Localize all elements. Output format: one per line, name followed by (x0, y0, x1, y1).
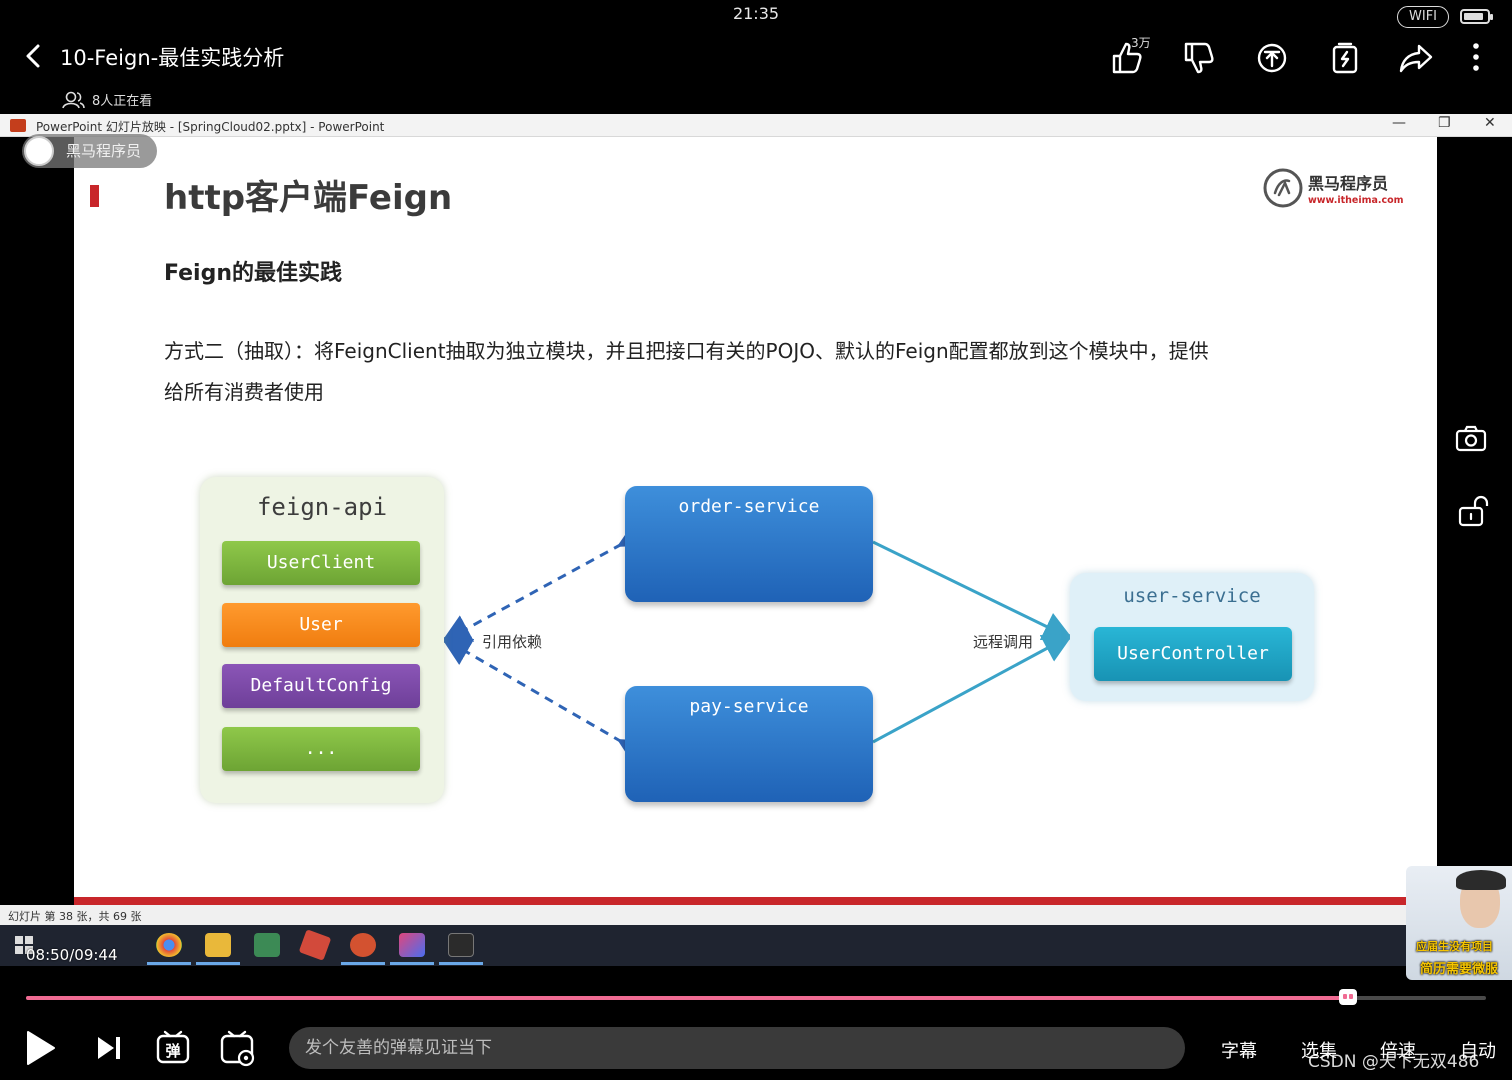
lecturer-overlay: 应届生没有项目 简历需要微服 (1406, 866, 1512, 980)
chip-userclient: UserClient (222, 541, 420, 585)
user-service-module: user-service UserController (1070, 573, 1314, 701)
feign-api-title: feign-api (256, 493, 388, 521)
dependency-arrow-pay (440, 636, 651, 768)
video-title: 10-Feign-最佳实践分析 (60, 46, 285, 70)
windows-start-icon (15, 936, 33, 954)
slide-counter: 幻灯片 第 38 张，共 69 张 (8, 910, 142, 923)
dislike-icon[interactable] (1178, 36, 1222, 80)
playback-timestamp: 08:50/09:44 (26, 946, 118, 964)
remote-call-line-pay (872, 634, 1074, 744)
favorite-charge-icon[interactable] (1323, 36, 1367, 80)
slide-body-line1: 方式二（抽取）：将FeignClient抽取为独立模块，并且把接口有关的POJO… (164, 339, 1209, 363)
chip-ellipsis: ... (222, 727, 420, 771)
chip-defaultconfig: DefaultConfig (222, 664, 420, 708)
unlock-icon[interactable] (1456, 494, 1490, 528)
wifi-badge: WIFI (1397, 6, 1449, 28)
danmaku-toggle-icon[interactable]: 弹 (154, 1028, 194, 1068)
user-service-title: user-service (1123, 585, 1261, 607)
progress-fill (26, 996, 1349, 1000)
share-icon[interactable] (1395, 36, 1439, 80)
ppt-window-titlebar: PowerPoint 幻灯片放映 - [SpringCloud02.pptx] … (0, 114, 1512, 137)
intellij-idea-icon (399, 933, 425, 957)
channel-badge[interactable]: 黑马程序员 (22, 134, 158, 168)
viewer-count-text: 8人正在看 (92, 94, 153, 109)
minimize-icon: — (1392, 115, 1406, 131)
order-service-node: order-service (625, 486, 873, 602)
lecturer-hair (1456, 870, 1506, 890)
usercontroller-chip: UserController (1094, 627, 1292, 681)
svg-text:弹: 弹 (165, 1042, 180, 1060)
presentation-slide: http客户端Feign 黑马程序员 www.itheima.com Feign… (74, 137, 1437, 905)
terminal-icon (448, 933, 474, 957)
ppt-window-title: PowerPoint 幻灯片放映 - [SpringCloud02.pptx] … (36, 120, 385, 134)
csdn-watermark: CSDN @天下无双486 (1308, 1052, 1480, 1072)
channel-avatar (24, 136, 54, 166)
progress-bar[interactable] (26, 989, 1486, 1005)
architecture-diagram-connectors (440, 519, 1074, 768)
slide-subtitle: Feign的最佳实践 (164, 261, 343, 286)
powerpoint-icon (350, 933, 376, 957)
slide-body-line2: 给所有消费者使用 (164, 380, 324, 404)
powerpoint-active-indicator (341, 962, 385, 965)
people-icon (62, 91, 85, 108)
play-icon[interactable] (20, 1028, 60, 1068)
slide-bottom-bar (74, 897, 1437, 905)
auto-button[interactable]: 自动 (1460, 1041, 1496, 1062)
channel-name: 黑马程序员 (66, 142, 142, 160)
chrome-active-indicator (147, 962, 191, 965)
title-accent-bar (90, 185, 99, 207)
speed-button[interactable]: 倍速 (1380, 1041, 1416, 1062)
dependency-arrow-order (440, 519, 651, 643)
idea-active-indicator (390, 962, 434, 965)
ppt-statusbar: 幻灯片 第 38 张，共 69 张 (0, 905, 1512, 925)
feign-api-module: feign-api UserClient User DefaultConfig … (200, 477, 444, 803)
powerpoint-logo-icon (10, 119, 26, 132)
overlay-text-line2: 简历需要微服 (1420, 962, 1499, 977)
episodes-button[interactable]: 选集 (1301, 1041, 1337, 1062)
chrome-icon (156, 933, 182, 957)
coin-icon[interactable] (1250, 36, 1294, 80)
itheima-logo: 黑马程序员 www.itheima.com (1263, 168, 1404, 208)
app-icon-red (298, 929, 332, 961)
like-count: 3万 (1131, 36, 1151, 50)
battery-icon (1460, 9, 1493, 24)
progress-thumb[interactable] (1339, 989, 1358, 1005)
pay-service-node: pay-service (625, 686, 873, 802)
back-arrow-icon[interactable] (18, 40, 50, 72)
danmaku-input[interactable] (289, 1027, 1185, 1069)
brand-name: 黑马程序员 (1308, 174, 1388, 193)
notepad-plus-icon (254, 933, 280, 957)
status-time: 21:35 (732, 4, 780, 23)
close-icon: ✕ (1484, 115, 1496, 131)
restore-icon: ❐ (1438, 115, 1451, 131)
brand-url: www.itheima.com (1308, 195, 1404, 206)
windows-taskbar (0, 925, 1512, 966)
more-options-icon[interactable] (1454, 36, 1498, 80)
screenshot-camera-icon[interactable] (1454, 422, 1488, 456)
top-actions (1100, 36, 1500, 80)
chip-user: User (222, 603, 420, 647)
remote-call-label: 远程调用 (973, 633, 1034, 651)
slide-body: 方式二（抽取）：将FeignClient抽取为独立模块，并且把接口有关的POJO… (164, 331, 1354, 413)
dependency-label: 引用依赖 (482, 633, 543, 651)
explorer-active-indicator (196, 962, 240, 965)
viewer-count: 8人正在看 (62, 90, 152, 109)
overlay-text-line1: 应届生没有项目 (1416, 940, 1493, 953)
slide-title: http客户端Feign (164, 178, 453, 218)
terminal-active-indicator (439, 962, 483, 965)
remote-call-line-order (872, 540, 1074, 640)
danmaku-settings-icon[interactable] (218, 1028, 258, 1068)
like-icon[interactable] (1106, 36, 1150, 80)
next-episode-icon[interactable] (90, 1028, 130, 1068)
file-explorer-icon (205, 933, 231, 957)
video-player[interactable]: PowerPoint 幻灯片放映 - [SpringCloud02.pptx] … (0, 114, 1512, 966)
subtitle-button[interactable]: 字幕 (1221, 1041, 1257, 1062)
